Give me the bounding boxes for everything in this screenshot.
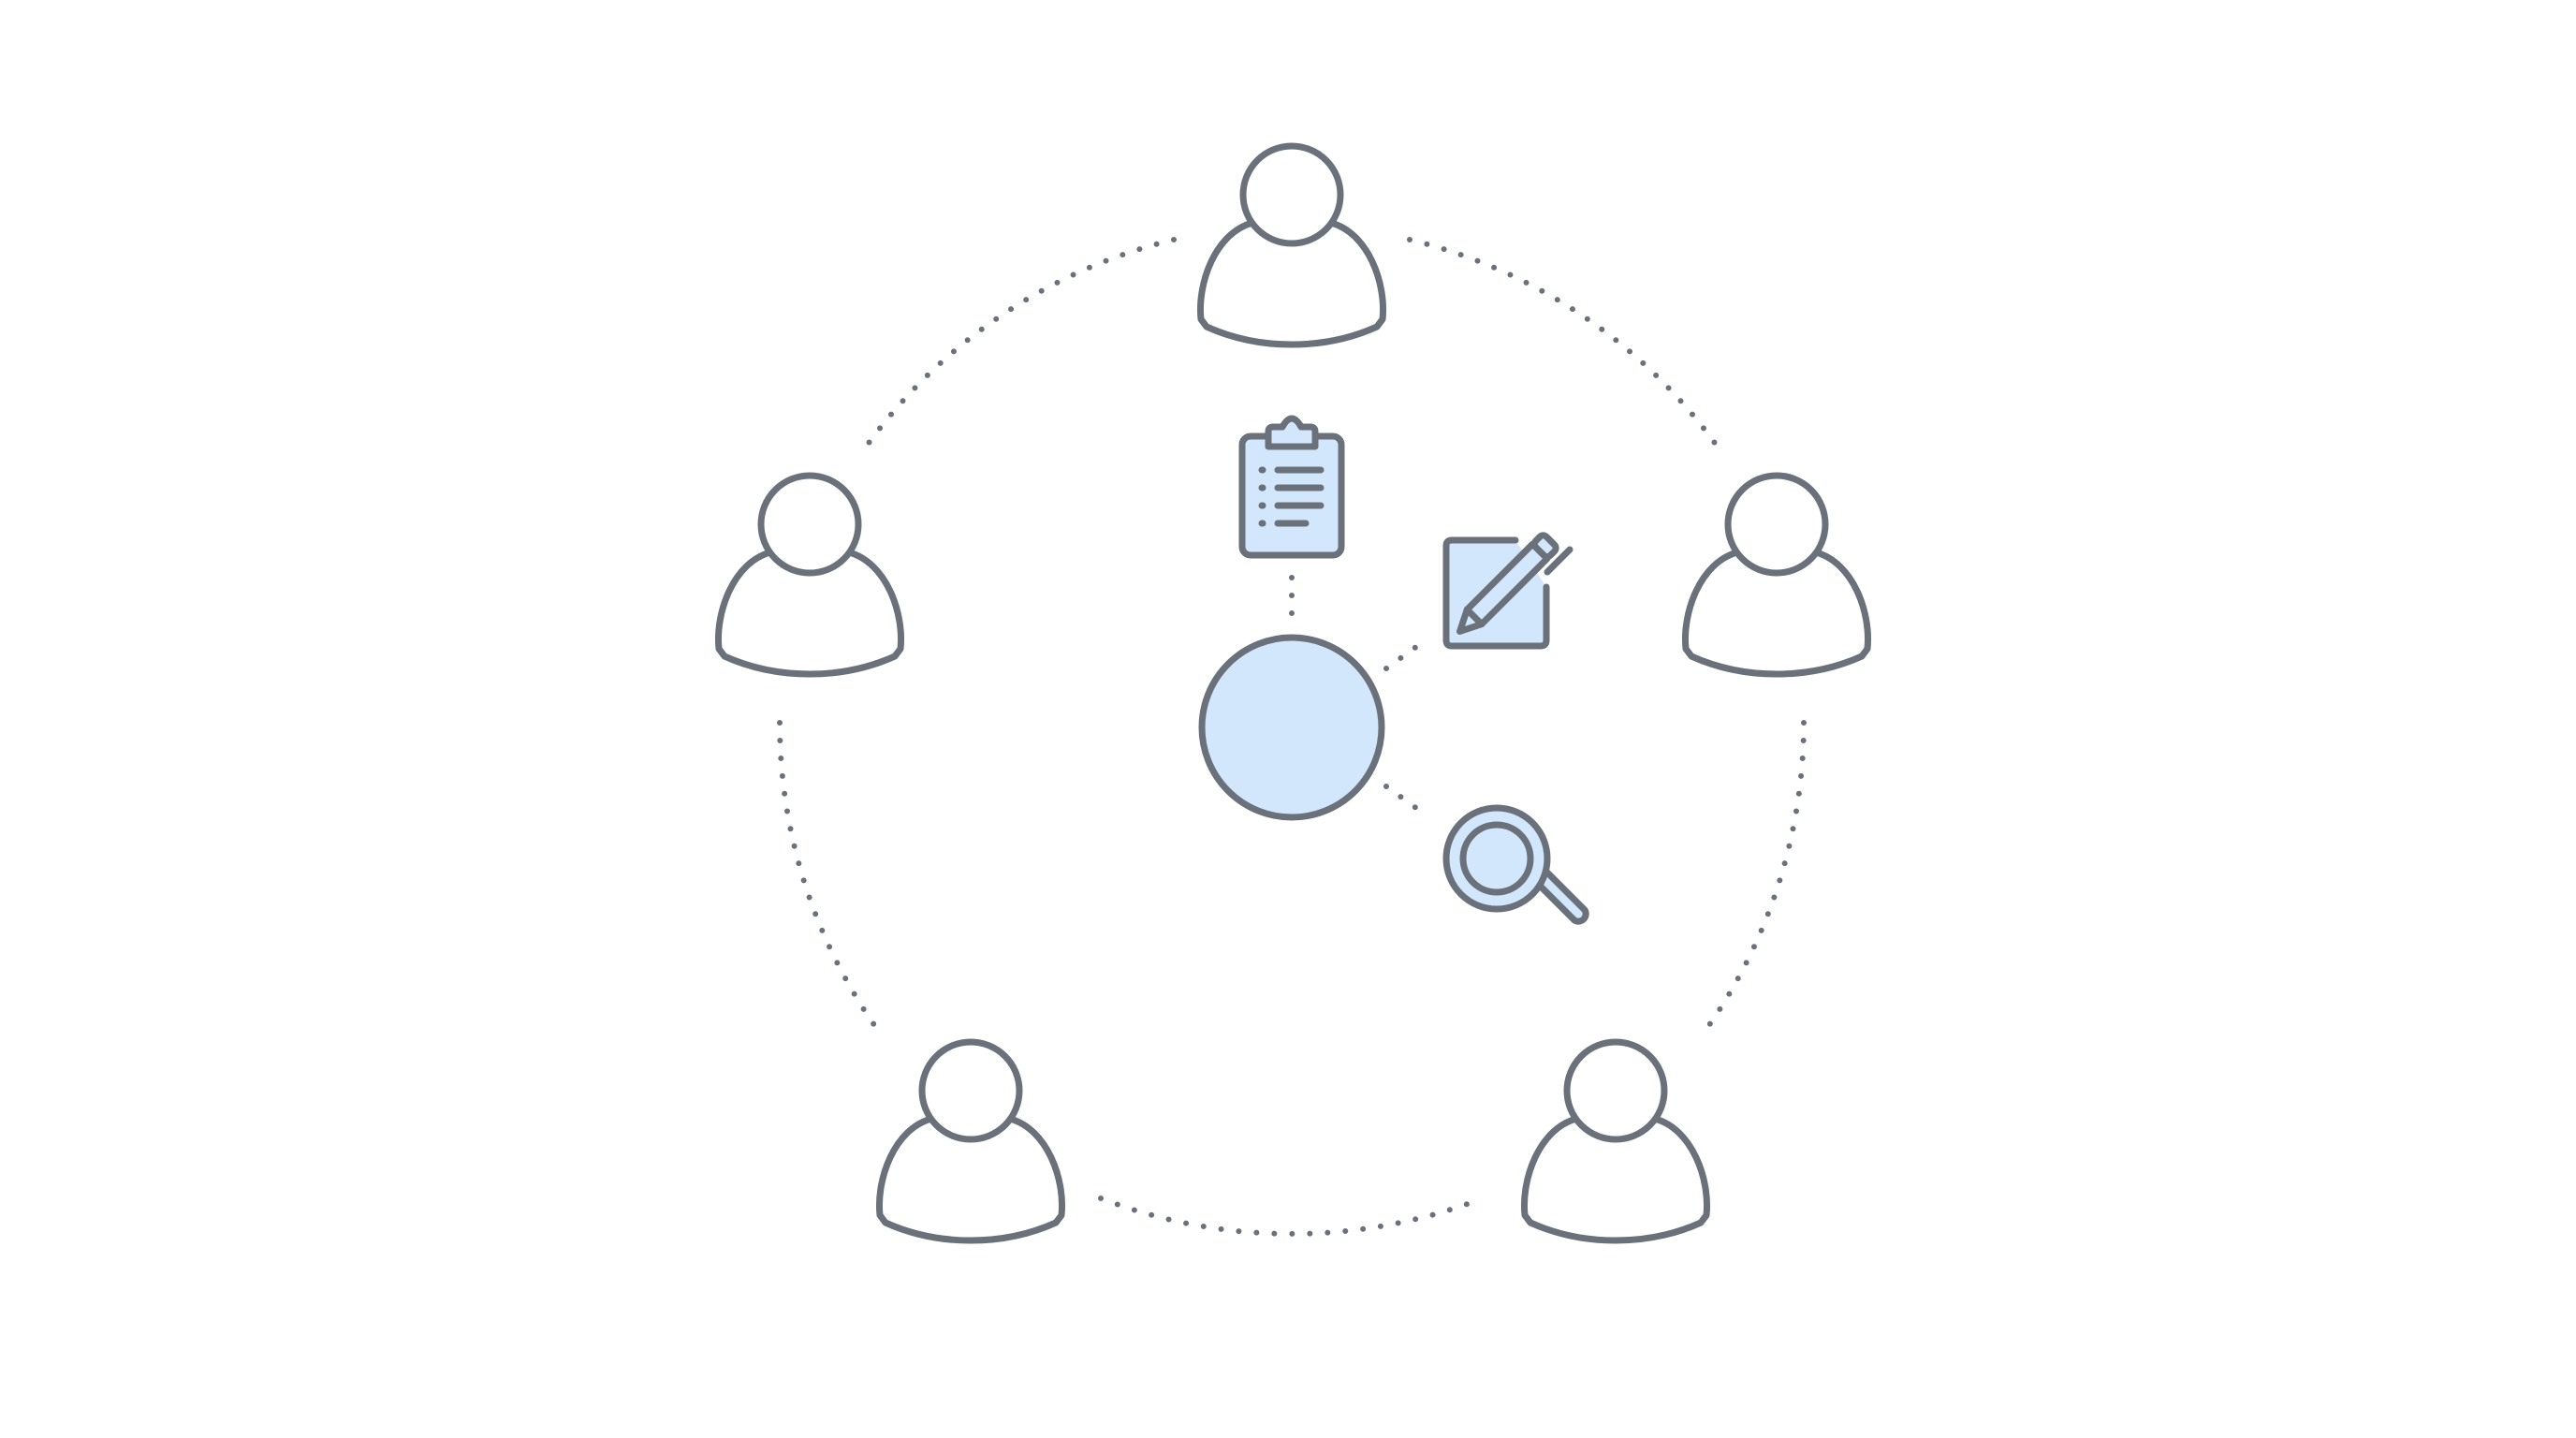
spoke-to-search	[1383, 784, 1423, 814]
connector-arc-bottom	[1098, 1196, 1486, 1237]
connector-arc-left	[777, 720, 882, 1034]
user-icon	[718, 476, 900, 674]
user-icon	[1524, 1042, 1706, 1240]
connector-arc-right	[1702, 720, 1807, 1034]
participant-right	[1685, 476, 1867, 674]
participant-bottom-left	[879, 1042, 1061, 1240]
user-icon	[879, 1042, 1061, 1240]
connector-ring	[777, 237, 1807, 1237]
user-icon	[1685, 476, 1867, 674]
participant-top	[1200, 146, 1383, 345]
hub-spokes	[1289, 575, 1423, 814]
connector-arc-top-right	[1407, 237, 1720, 448]
hub-circle	[1198, 634, 1385, 821]
magnifier-icon	[1442, 804, 1589, 925]
spoke-to-edit	[1383, 641, 1423, 671]
connector-arc-top-left	[864, 237, 1177, 448]
participant-left	[718, 476, 900, 674]
edit-document-icon	[1442, 532, 1573, 650]
participant-bottom-right	[1524, 1042, 1706, 1240]
user-icon	[1200, 146, 1383, 345]
clipboard-icon	[1238, 415, 1345, 559]
